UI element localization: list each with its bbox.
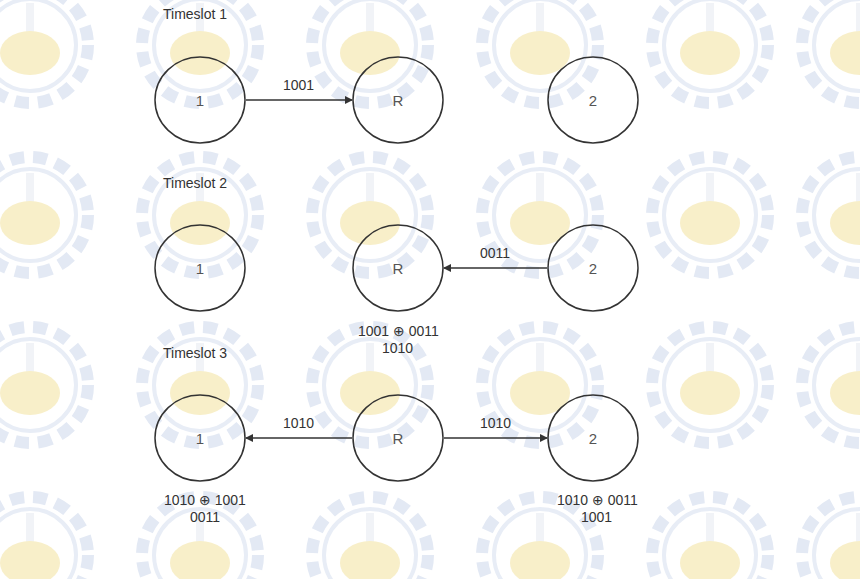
node-label: 1 [196, 92, 204, 109]
node-circle: 1 [154, 56, 246, 144]
node-label: 2 [589, 92, 597, 109]
timeslot-label: Timeslot 3 [163, 345, 227, 362]
watermark-emblem [802, 327, 860, 443]
arrow-connector [246, 99, 352, 101]
watermark-emblem [312, 327, 428, 443]
watermark-emblem [652, 157, 768, 273]
watermark-emblem [312, 157, 428, 273]
watermark-emblem [802, 0, 860, 103]
edge-label: 1010 [281, 415, 316, 432]
watermark-emblem [142, 157, 258, 273]
watermark-emblem [0, 0, 88, 103]
xor-result: 1001 [581, 509, 612, 526]
timeslot-label: Timeslot 1 [163, 6, 227, 23]
node-label: R [393, 92, 404, 109]
node-circle: R [352, 224, 444, 312]
node-circle: 2 [547, 394, 639, 482]
node-circle: 1 [154, 394, 246, 482]
node-label: 1 [196, 260, 204, 277]
xor-result: 1010 ⊕ 1001 [164, 492, 246, 509]
edge-label: 1010 [478, 415, 513, 432]
node-circle: 1 [154, 224, 246, 312]
watermark-emblem [312, 497, 428, 579]
edge-label: 1001 [281, 77, 316, 94]
node-circle: 2 [547, 56, 639, 144]
watermark-emblem [652, 497, 768, 579]
watermark-emblem [0, 157, 88, 273]
watermark-emblem [312, 0, 428, 103]
node-label: 1 [196, 430, 204, 447]
watermark-emblem [652, 0, 768, 103]
node-label: 2 [589, 430, 597, 447]
arrow-connector [444, 267, 547, 269]
watermark-emblem [652, 327, 768, 443]
xor-result: 1010 ⊕ 0011 [557, 492, 638, 509]
arrow-connector [444, 437, 547, 439]
timeslot-label: Timeslot 2 [163, 175, 227, 192]
node-label: R [393, 260, 404, 277]
node-label: 2 [589, 260, 597, 277]
watermark-emblem [802, 497, 860, 579]
edge-label: 0011 [478, 245, 512, 262]
node-circle: R [352, 56, 444, 144]
watermark-emblem [482, 0, 598, 103]
node-circle: R [352, 394, 444, 482]
node-label: R [393, 430, 404, 447]
xor-result: 1010 [382, 340, 413, 357]
arrow-connector [246, 437, 352, 439]
node-circle: 2 [547, 224, 639, 312]
xor-result: 1001 ⊕ 0011 [358, 323, 439, 340]
watermark-emblem [482, 497, 598, 579]
watermark-emblem [0, 497, 88, 579]
watermark-emblem [142, 327, 258, 443]
watermark-emblem [0, 327, 88, 443]
watermark-emblem [802, 157, 860, 273]
xor-result: 0011 [190, 509, 220, 526]
watermark-emblem [142, 0, 258, 103]
watermark-emblem [142, 497, 258, 579]
